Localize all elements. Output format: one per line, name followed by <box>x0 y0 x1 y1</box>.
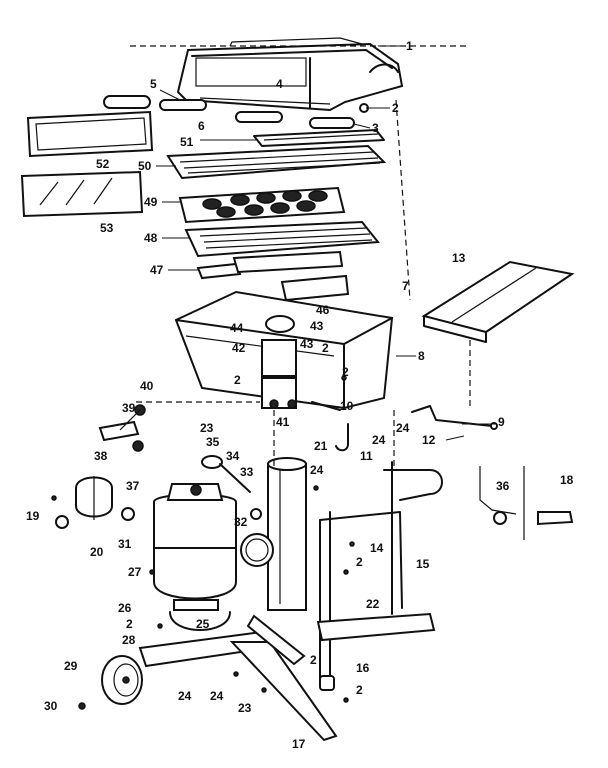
callout-2d: 2 <box>342 365 349 379</box>
side-shelf <box>421 260 575 343</box>
support-post <box>267 457 307 611</box>
callout-49: 49 <box>144 195 158 209</box>
callout-20: 20 <box>90 545 104 559</box>
window-frame <box>26 110 154 158</box>
hook <box>335 423 349 452</box>
callout-37: 37 <box>126 479 140 493</box>
callout-42: 42 <box>232 341 246 355</box>
callout-13: 13 <box>452 251 466 265</box>
callout-24e: 24 <box>210 689 224 703</box>
callout-27: 27 <box>128 565 142 579</box>
callout-19: 19 <box>26 509 40 523</box>
callout-40: 40 <box>140 379 154 393</box>
base-frame <box>138 614 338 742</box>
alignment-dashes <box>130 45 471 470</box>
callout-12: 12 <box>422 433 436 447</box>
valve-assembly <box>261 377 341 411</box>
regulator <box>201 455 251 493</box>
callout-6: 6 <box>198 119 205 133</box>
callout-47: 47 <box>150 263 164 277</box>
cooking-grid <box>166 144 387 180</box>
callout-2g: 2 <box>310 653 317 667</box>
leader-lines <box>156 45 496 441</box>
callout-28: 28 <box>122 633 136 647</box>
callout-26: 26 <box>118 601 132 615</box>
burner-bracket <box>196 250 350 302</box>
rock-grate <box>184 220 380 258</box>
callout-17: 17 <box>292 737 306 751</box>
callout-labels: 1 2 3 4 5 6 51 52 50 49 53 48 47 13 7 46… <box>26 39 574 751</box>
firebox <box>174 290 394 410</box>
callout-2h: 2 <box>356 683 363 697</box>
fuel-gauge <box>240 508 274 567</box>
ignitor-parts <box>98 404 146 452</box>
callout-34: 34 <box>226 449 240 463</box>
callout-43a: 43 <box>310 319 324 333</box>
callout-23b: 23 <box>238 701 252 715</box>
callout-24a: 24 <box>372 433 386 447</box>
propane-tank <box>153 483 237 611</box>
callout-30: 30 <box>44 699 58 713</box>
callout-44: 44 <box>230 321 244 335</box>
callout-7: 7 <box>402 279 409 293</box>
callout-35: 35 <box>206 435 220 449</box>
callout-2b: 2 <box>322 341 329 355</box>
callout-5: 5 <box>150 77 157 91</box>
callout-23a: 23 <box>200 421 214 435</box>
callout-46: 46 <box>316 303 330 317</box>
callout-32: 32 <box>234 515 248 529</box>
callout-48: 48 <box>144 231 158 245</box>
tank-support <box>169 611 231 631</box>
callout-39: 39 <box>122 401 136 415</box>
callout-36: 36 <box>496 479 510 493</box>
callout-43b: 43 <box>300 337 314 351</box>
callout-50: 50 <box>138 159 152 173</box>
lid-hood <box>176 37 404 112</box>
callout-24c: 24 <box>310 463 324 477</box>
callout-2f: 2 <box>126 617 133 631</box>
callout-2c: 2 <box>234 373 241 387</box>
window-glass <box>20 170 144 218</box>
callout-8: 8 <box>418 349 425 363</box>
callout-11: 11 <box>360 449 373 463</box>
callout-51: 51 <box>180 135 194 149</box>
fittings <box>51 495 135 529</box>
callout-21: 21 <box>314 439 328 453</box>
callout-9: 9 <box>498 415 505 429</box>
callout-2a: 2 <box>392 101 399 115</box>
warming-rack <box>253 129 385 147</box>
foot <box>319 675 335 691</box>
detail-inset <box>479 466 574 540</box>
callout-4: 4 <box>276 77 283 91</box>
callout-18: 18 <box>560 473 574 487</box>
shelf-bracket <box>411 405 498 430</box>
callout-15: 15 <box>416 557 430 571</box>
screws <box>78 375 355 710</box>
callout-31: 31 <box>118 537 132 551</box>
callout-33: 33 <box>240 465 254 479</box>
callout-24d: 24 <box>178 689 192 703</box>
tank-collar <box>75 476 113 520</box>
briquettes <box>178 186 346 224</box>
callout-1: 1 <box>406 39 413 53</box>
callout-53: 53 <box>100 221 114 235</box>
cart-frame <box>319 461 443 685</box>
base-crossbar <box>316 612 436 642</box>
callout-25: 25 <box>196 617 210 631</box>
callout-14: 14 <box>370 541 384 555</box>
callout-29: 29 <box>64 659 78 673</box>
callout-10: 10 <box>340 399 354 413</box>
callout-3: 3 <box>372 121 379 135</box>
callout-41: 41 <box>276 415 290 429</box>
wheel <box>101 655 143 705</box>
callout-52: 52 <box>96 157 110 171</box>
callout-38: 38 <box>94 449 108 463</box>
callout-22: 22 <box>366 597 380 611</box>
callout-2e: 2 <box>356 555 363 569</box>
lid-handle-parts <box>103 95 369 129</box>
callout-16: 16 <box>356 661 370 675</box>
callout-24b: 24 <box>396 421 410 435</box>
